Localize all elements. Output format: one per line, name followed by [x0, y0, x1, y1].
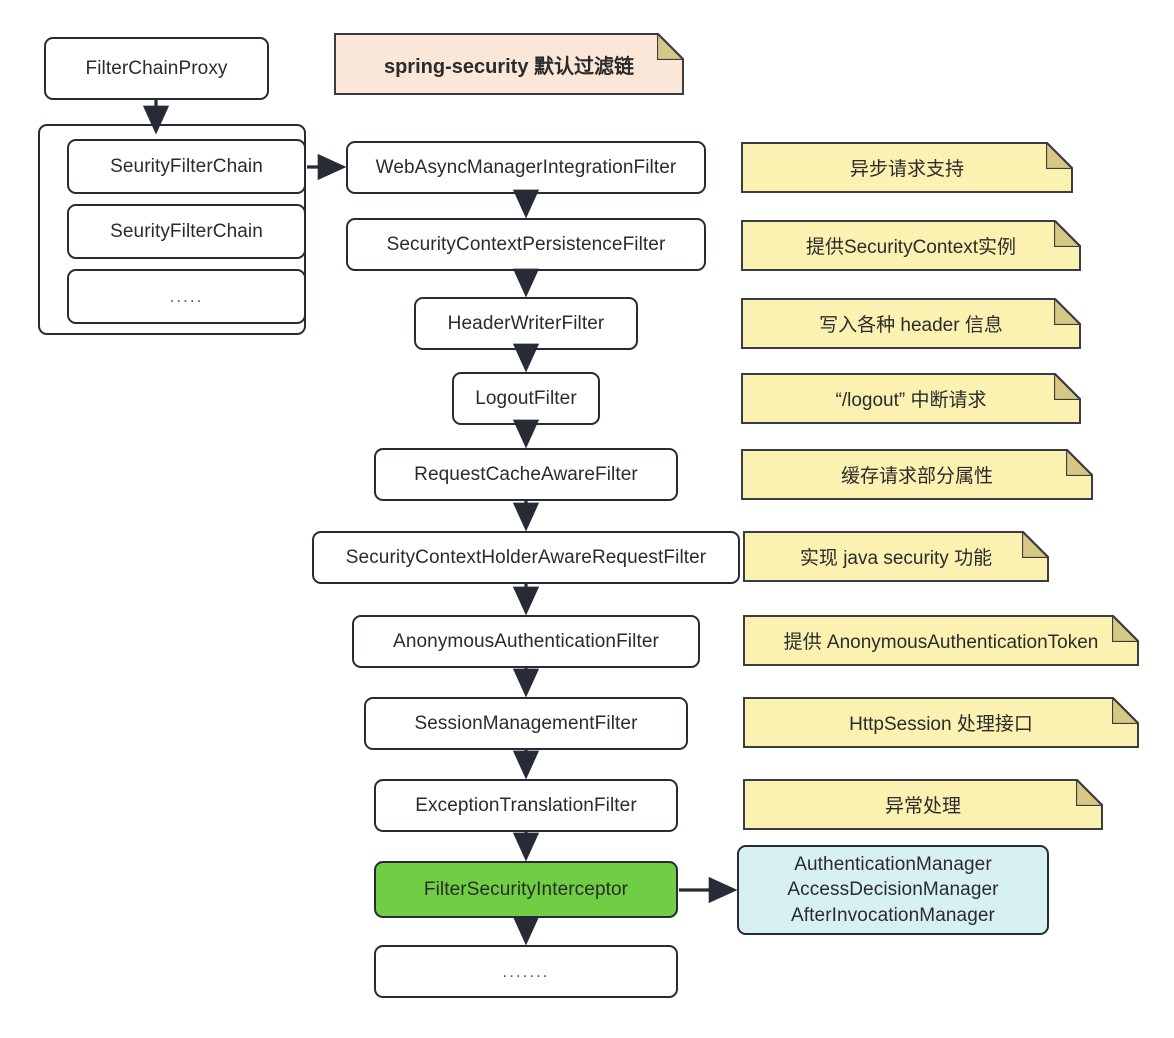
- note-label: 异步请求支持: [741, 142, 1073, 193]
- note-label: 缓存请求部分属性: [741, 449, 1093, 500]
- note-java-security-feature: 实现 java security 功能: [743, 531, 1049, 582]
- note-exception-handling: 异常处理: [743, 779, 1103, 830]
- node-filter-security-interceptor[interactable]: FilterSecurityInterceptor: [374, 861, 678, 918]
- node-filter-header-writer-filter[interactable]: HeaderWriterFilter: [414, 297, 638, 350]
- node-filter-security-context-holder-aware-request-filter[interactable]: SecurityContextHolderAwareRequestFilter: [312, 531, 740, 584]
- node-security-filter-chain-1[interactable]: SeurityFilterChain: [67, 139, 306, 194]
- managers-line-2: AccessDecisionManager: [787, 879, 999, 901]
- note-httpsession-handling-interface: HttpSession 处理接口: [743, 697, 1139, 748]
- note-provide-security-context-instance: 提供SecurityContext实例: [741, 220, 1081, 271]
- node-filter-web-async-manager-integration-filter[interactable]: WebAsyncManagerIntegrationFilter: [346, 141, 706, 194]
- node-filter-more[interactable]: .......: [374, 945, 678, 998]
- note-label: 提供SecurityContext实例: [741, 220, 1081, 271]
- title-note: spring-security 默认过滤链: [334, 33, 684, 95]
- node-filter-anonymous-authentication-filter[interactable]: AnonymousAuthenticationFilter: [352, 615, 700, 668]
- note-provide-anonymous-authentication-token: 提供 AnonymousAuthenticationToken: [743, 615, 1139, 666]
- node-filter-session-management-filter[interactable]: SessionManagementFilter: [364, 697, 688, 750]
- node-filter-exception-translation-filter[interactable]: ExceptionTranslationFilter: [374, 779, 678, 832]
- node-filter-request-cache-aware-filter[interactable]: RequestCacheAwareFilter: [374, 448, 678, 501]
- title-note-label: spring-security 默认过滤链: [334, 33, 684, 95]
- node-security-filter-chain-more[interactable]: .....: [67, 269, 306, 324]
- node-filter-logout-filter[interactable]: LogoutFilter: [452, 372, 600, 425]
- node-filter-chain-proxy[interactable]: FilterChainProxy: [44, 37, 269, 100]
- node-filter-security-context-persistence-filter[interactable]: SecurityContextPersistenceFilter: [346, 218, 706, 271]
- node-security-filter-chain-2[interactable]: SeurityFilterChain: [67, 204, 306, 259]
- node-managers[interactable]: AuthenticationManager AccessDecisionMana…: [737, 845, 1049, 935]
- note-label: 提供 AnonymousAuthenticationToken: [743, 615, 1139, 666]
- note-label: “/logout” 中断请求: [741, 373, 1081, 424]
- note-async-request-support: 异步请求支持: [741, 142, 1073, 193]
- note-logout-interrupt-request: “/logout” 中断请求: [741, 373, 1081, 424]
- note-label: HttpSession 处理接口: [743, 697, 1139, 748]
- note-write-header-info: 写入各种 header 信息: [741, 298, 1081, 349]
- note-cache-request-attributes: 缓存请求部分属性: [741, 449, 1093, 500]
- note-label: 写入各种 header 信息: [741, 298, 1081, 349]
- note-label: 实现 java security 功能: [743, 531, 1049, 582]
- managers-line-1: AuthenticationManager: [794, 854, 992, 876]
- managers-line-3: AfterInvocationManager: [791, 904, 995, 926]
- note-label: 异常处理: [743, 779, 1103, 830]
